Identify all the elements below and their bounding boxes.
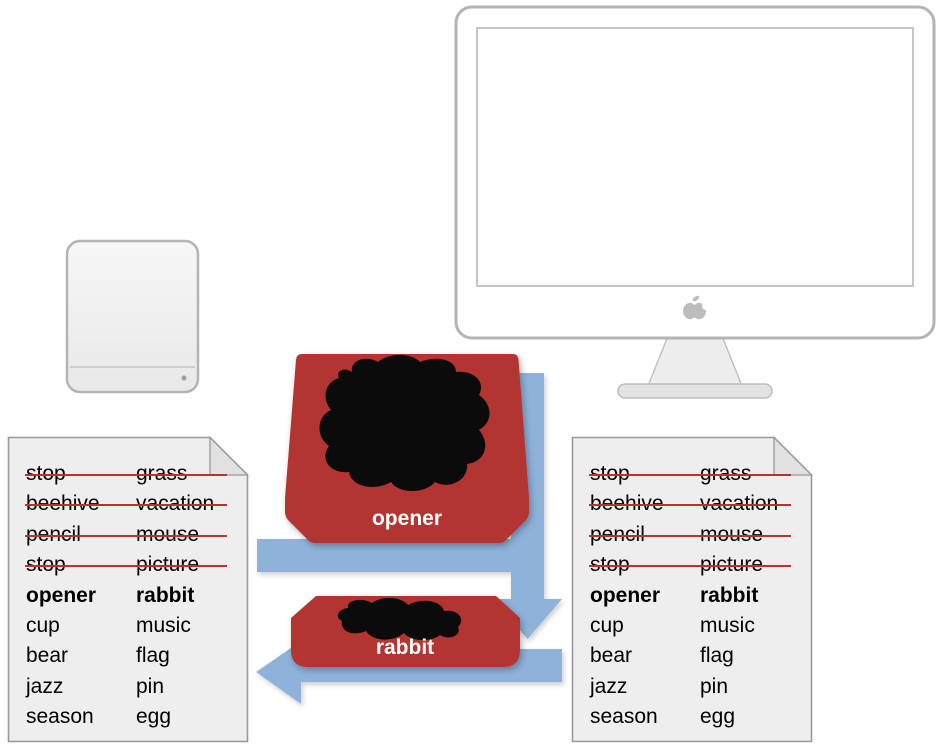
challenge-arrowhead-icon: [493, 599, 562, 639]
word-flag: flag: [136, 644, 170, 668]
device-status-light: [181, 375, 187, 381]
left-document-page: [7, 436, 249, 743]
word-season: season: [590, 705, 658, 729]
word-cup: cup: [590, 614, 624, 638]
word-jazz: jazz: [26, 674, 64, 698]
word-stop: stop: [25, 550, 149, 580]
word-jazz: jazz: [590, 674, 628, 698]
word-stop: stop: [25, 459, 149, 489]
word-egg: egg: [136, 705, 172, 729]
right-document-fold-corner: [773, 435, 814, 476]
word-rabbit: rabbit: [700, 583, 759, 607]
imac-stand-base: [617, 383, 773, 399]
response-ink-scribble-icon: [337, 597, 462, 641]
device-body: [65, 239, 200, 394]
word-beehive: beehive: [589, 489, 713, 519]
word-grass: grass: [134, 459, 228, 489]
storage-device-illustration: [65, 239, 200, 394]
word-pin: pin: [136, 674, 165, 698]
response-word-label: rabbit: [375, 636, 435, 659]
word-picture: picture: [698, 550, 792, 580]
word-pencil: pencil: [25, 520, 149, 550]
word-beehive: beehive: [25, 489, 149, 519]
word-music: music: [136, 614, 191, 638]
left-document-fold-corner: [209, 435, 250, 476]
right-document-page: [571, 436, 813, 743]
word-cup: cup: [26, 614, 60, 638]
word-pin: pin: [700, 674, 729, 698]
word-pencil: pencil: [589, 520, 713, 550]
word-stop: stop: [589, 459, 713, 489]
word-mouse: mouse: [698, 520, 792, 550]
word-vacation: vacation: [698, 489, 792, 519]
apple-logo-icon: [683, 295, 710, 320]
imac-screen: [476, 27, 914, 287]
right-document: [571, 435, 814, 743]
response-arrowhead-icon: [256, 641, 301, 704]
challenge-word-label: opener: [371, 507, 442, 530]
word-picture: picture: [134, 550, 228, 580]
word-music: music: [700, 614, 755, 638]
left-document: [7, 435, 250, 743]
word-rabbit: rabbit: [136, 583, 195, 607]
imac-stand-neck: [646, 335, 744, 387]
challenge-ink-splat-icon: [319, 354, 490, 491]
word-egg: egg: [700, 705, 736, 729]
word-stop: stop: [589, 550, 713, 580]
imac-illustration: [454, 5, 936, 399]
word-bear: bear: [26, 644, 69, 668]
word-season: season: [26, 705, 94, 729]
word-flag: flag: [700, 644, 734, 668]
word-mouse: mouse: [134, 520, 228, 550]
word-opener: opener: [26, 583, 97, 607]
word-grass: grass: [698, 459, 792, 489]
word-opener: opener: [590, 583, 661, 607]
word-vacation: vacation: [134, 489, 228, 519]
word-bear: bear: [590, 644, 633, 668]
